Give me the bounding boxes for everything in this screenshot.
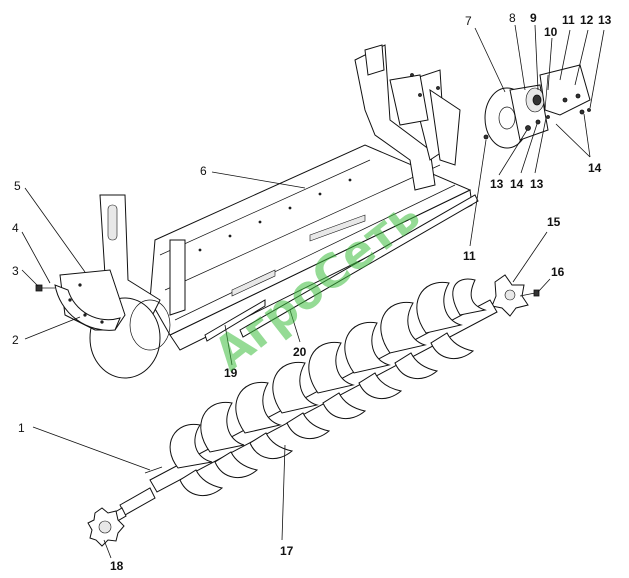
bolt-16 bbox=[519, 289, 540, 297]
callout-16: 16 bbox=[551, 265, 565, 279]
callout-2: 2 bbox=[12, 333, 19, 347]
callout-11-bottom: 11 bbox=[463, 249, 476, 263]
callout-13-right: 13 bbox=[530, 177, 544, 191]
strip-20 bbox=[239, 194, 479, 338]
callout-7: 7 bbox=[465, 14, 472, 28]
callout-14-right: 14 bbox=[588, 161, 602, 175]
callout-labels: 1 2 3 4 5 6 7 8 9 10 11 12 13 13 14 13 1… bbox=[12, 11, 612, 573]
callout-4: 4 bbox=[12, 221, 19, 235]
callout-11-top: 11 bbox=[562, 13, 575, 27]
strip-19 bbox=[204, 299, 266, 342]
bolt-3 bbox=[35, 284, 55, 292]
callout-15: 15 bbox=[547, 215, 561, 229]
callout-8: 8 bbox=[509, 11, 516, 25]
callout-5: 5 bbox=[14, 179, 21, 193]
callout-17: 17 bbox=[280, 544, 294, 558]
callout-1: 1 bbox=[18, 421, 25, 435]
callout-20: 20 bbox=[293, 345, 307, 359]
callout-13-left: 13 bbox=[490, 177, 504, 191]
callout-3: 3 bbox=[12, 264, 19, 278]
auger-17 bbox=[109, 278, 498, 524]
callout-12: 12 bbox=[580, 13, 594, 27]
callout-19: 19 bbox=[224, 366, 238, 380]
end-plate bbox=[54, 269, 126, 331]
leader-lines bbox=[21, 24, 605, 559]
callout-10: 10 bbox=[544, 25, 558, 39]
sprocket-18 bbox=[87, 507, 125, 547]
callout-6: 6 bbox=[200, 164, 207, 178]
callout-9: 9 bbox=[530, 11, 537, 25]
callout-13-top: 13 bbox=[598, 13, 612, 27]
bearing-assembly bbox=[483, 64, 591, 149]
callout-14-mid: 14 bbox=[510, 177, 524, 191]
callout-18: 18 bbox=[110, 559, 124, 573]
